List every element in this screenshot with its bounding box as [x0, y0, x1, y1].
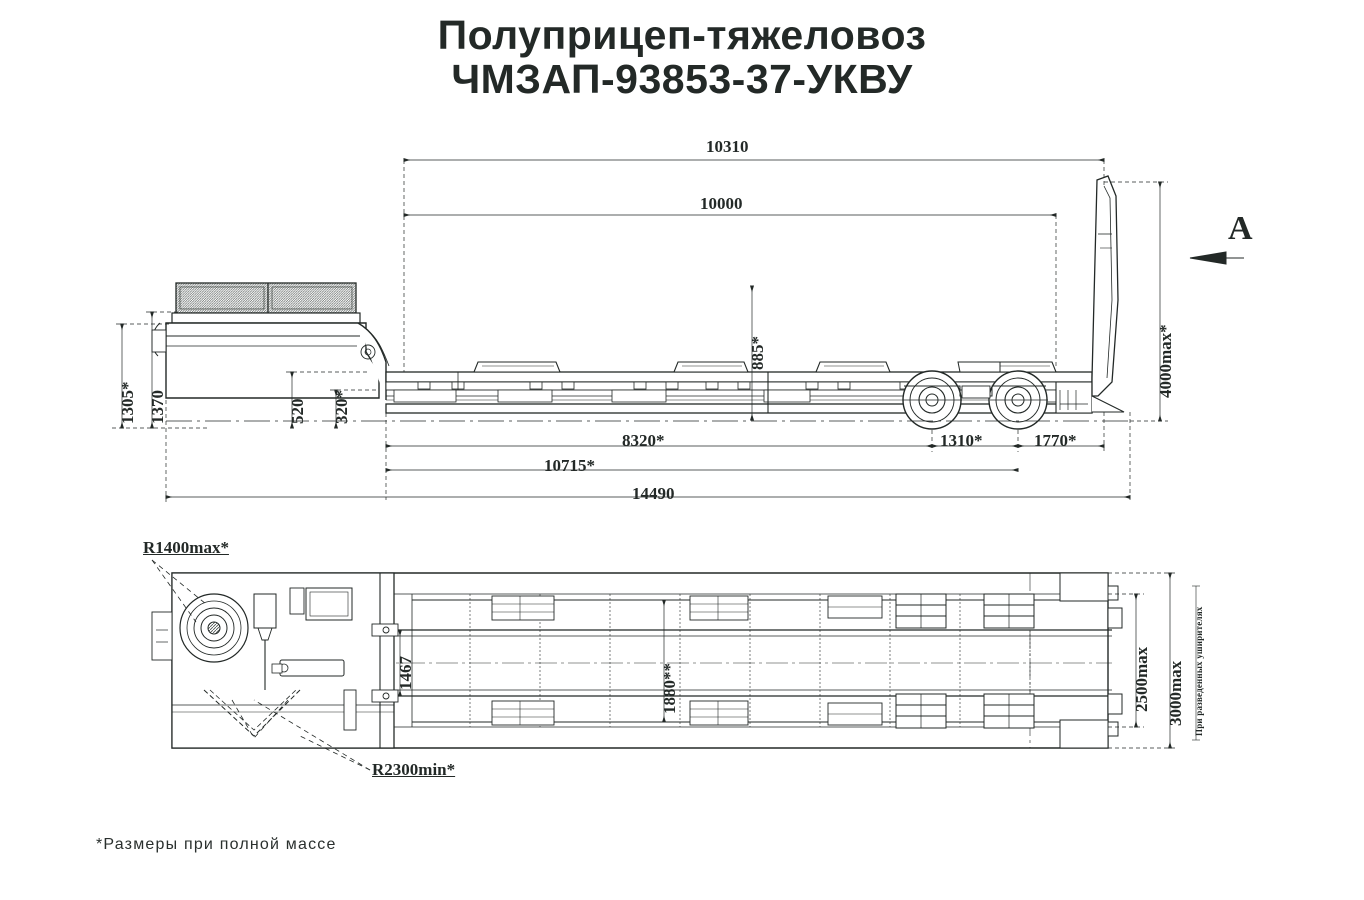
plan-view-dimension-lines [397, 572, 1200, 749]
dim-kingpin-to-axle: 8320* [622, 431, 665, 450]
dim-width-narrow: 2500max [1132, 646, 1151, 712]
side-view-dimension-lines [112, 157, 1168, 503]
dim-kingpin-to-rear: 10715* [544, 456, 595, 475]
title-line-1: Полуприцеп-тяжеловоз [437, 12, 927, 58]
side-elevation-geometry [151, 175, 1130, 430]
view-arrow-a [1189, 251, 1244, 265]
dim-width-note: При разведенных уширителях [1194, 606, 1204, 736]
dim-axle-spacing: 1310* [940, 431, 983, 450]
view-marker-a: A [1228, 210, 1253, 247]
dim-track-inner: 1467 [396, 656, 415, 690]
callout-turn-radius-outer: R1400max* [143, 538, 229, 557]
dim-gooseneck-height-1: 1305* [118, 381, 137, 425]
dim-overall-length: 14490 [632, 484, 675, 503]
dim-step-height-1: 520 [288, 398, 307, 425]
dim-deck-length: 10000 [700, 194, 743, 213]
title-line-2: ЧМЗАП-93853-37-УКВУ [451, 55, 913, 102]
dim-gooseneck-height-2: 1370 [148, 390, 167, 424]
dim-track-outer: 1880** [660, 663, 679, 714]
callout-turn-radius-inner: R2300min* [372, 760, 456, 779]
dim-overall-height: 4000max* [1156, 324, 1175, 398]
dim-overall-deck-top: 10310 [706, 137, 749, 156]
dim-rear-overhang: 1770* [1034, 431, 1077, 450]
dim-deck-height: 885* [748, 336, 767, 370]
dim-step-height-2: 320* [332, 390, 351, 424]
plan-view-leaders [151, 559, 371, 771]
page-title: Полуприцеп-тяжеловоз ЧМЗАП-93853-37-УКВУ [0, 12, 1364, 102]
dim-width-wide: 3000max [1166, 660, 1185, 726]
plan-view-geometry [151, 572, 1123, 749]
axle-group [902, 361, 1048, 430]
footnote: *Размеры при полной массе [96, 836, 337, 853]
